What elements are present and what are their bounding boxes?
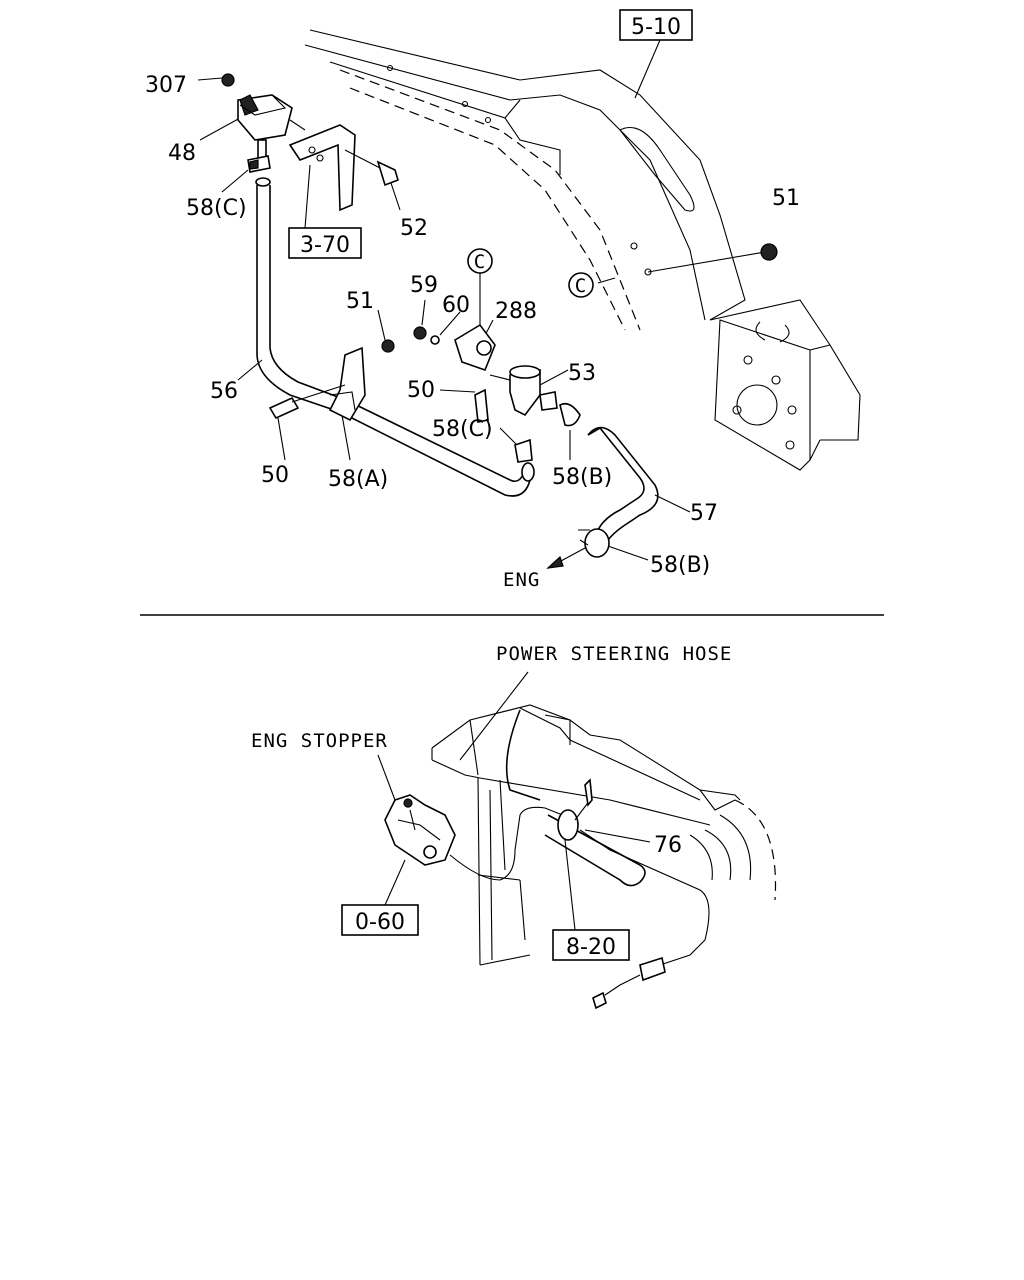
svg-text:C: C [474, 251, 486, 273]
eng-arrow [546, 547, 586, 569]
label-power-steering-hose: POWER STEERING HOSE [496, 643, 732, 665]
label-58c-top: 58(C) [186, 196, 247, 221]
ref-3-70[interactable]: 3-70 [288, 227, 362, 259]
label-53: 53 [568, 361, 596, 386]
hose-57 [587, 426, 659, 546]
label-50-mid: 50 [407, 378, 435, 403]
sensor-48 [221, 73, 293, 159]
eng-stopper [384, 794, 576, 881]
label-56: 56 [210, 379, 238, 404]
ref-8-20[interactable]: 8-20 [552, 929, 630, 961]
label-52: 52 [400, 216, 428, 241]
label-58a: 58(A) [328, 467, 388, 492]
svg-text:8-20: 8-20 [566, 935, 616, 960]
clip-58a [268, 339, 395, 422]
bracket-3-70 [288, 119, 399, 212]
hose-56 [255, 177, 535, 497]
ref-0-60[interactable]: 0-60 [341, 904, 419, 936]
svg-text:C: C [575, 275, 587, 297]
clamp-58c-top [247, 155, 271, 173]
label-eng-stopper: ENG STOPPER [251, 730, 388, 752]
label-57: 57 [690, 501, 718, 526]
label-59: 59 [410, 273, 438, 298]
label-50-low: 50 [261, 463, 289, 488]
part-labels-top: 307 48 58(C) 52 51 59 60 288 51 53 56 50… [145, 73, 800, 591]
nut-51-right [760, 243, 778, 261]
cable-76 [557, 778, 710, 1010]
valve-53 [413, 323, 581, 463]
label-51-mid: 51 [346, 289, 374, 314]
svg-text:0-60: 0-60 [355, 910, 405, 935]
label-76: 76 [654, 833, 682, 858]
svg-text:3-70: 3-70 [300, 233, 350, 258]
svg-text:5-10: 5-10 [631, 15, 681, 40]
label-48: 48 [168, 141, 196, 166]
leader-lines-bottom [377, 671, 651, 931]
ref-5-10[interactable]: 5-10 [619, 9, 693, 41]
label-58b-mid: 58(B) [552, 465, 612, 490]
label-58c-mid: 58(C) [432, 417, 493, 442]
label-51-right: 51 [772, 186, 800, 211]
label-60: 60 [442, 293, 470, 318]
circle-c-right: C [568, 272, 594, 298]
clamp-58b-lower [578, 528, 610, 558]
frame-rail-top [304, 29, 861, 471]
label-eng: ENG [503, 569, 540, 591]
label-58b-low: 58(B) [650, 553, 710, 578]
label-307: 307 [145, 73, 187, 98]
circle-c-top: C [467, 248, 493, 274]
power-steering-hose [505, 709, 646, 887]
label-288: 288 [495, 299, 537, 324]
frame-rail-bottom [431, 704, 777, 966]
